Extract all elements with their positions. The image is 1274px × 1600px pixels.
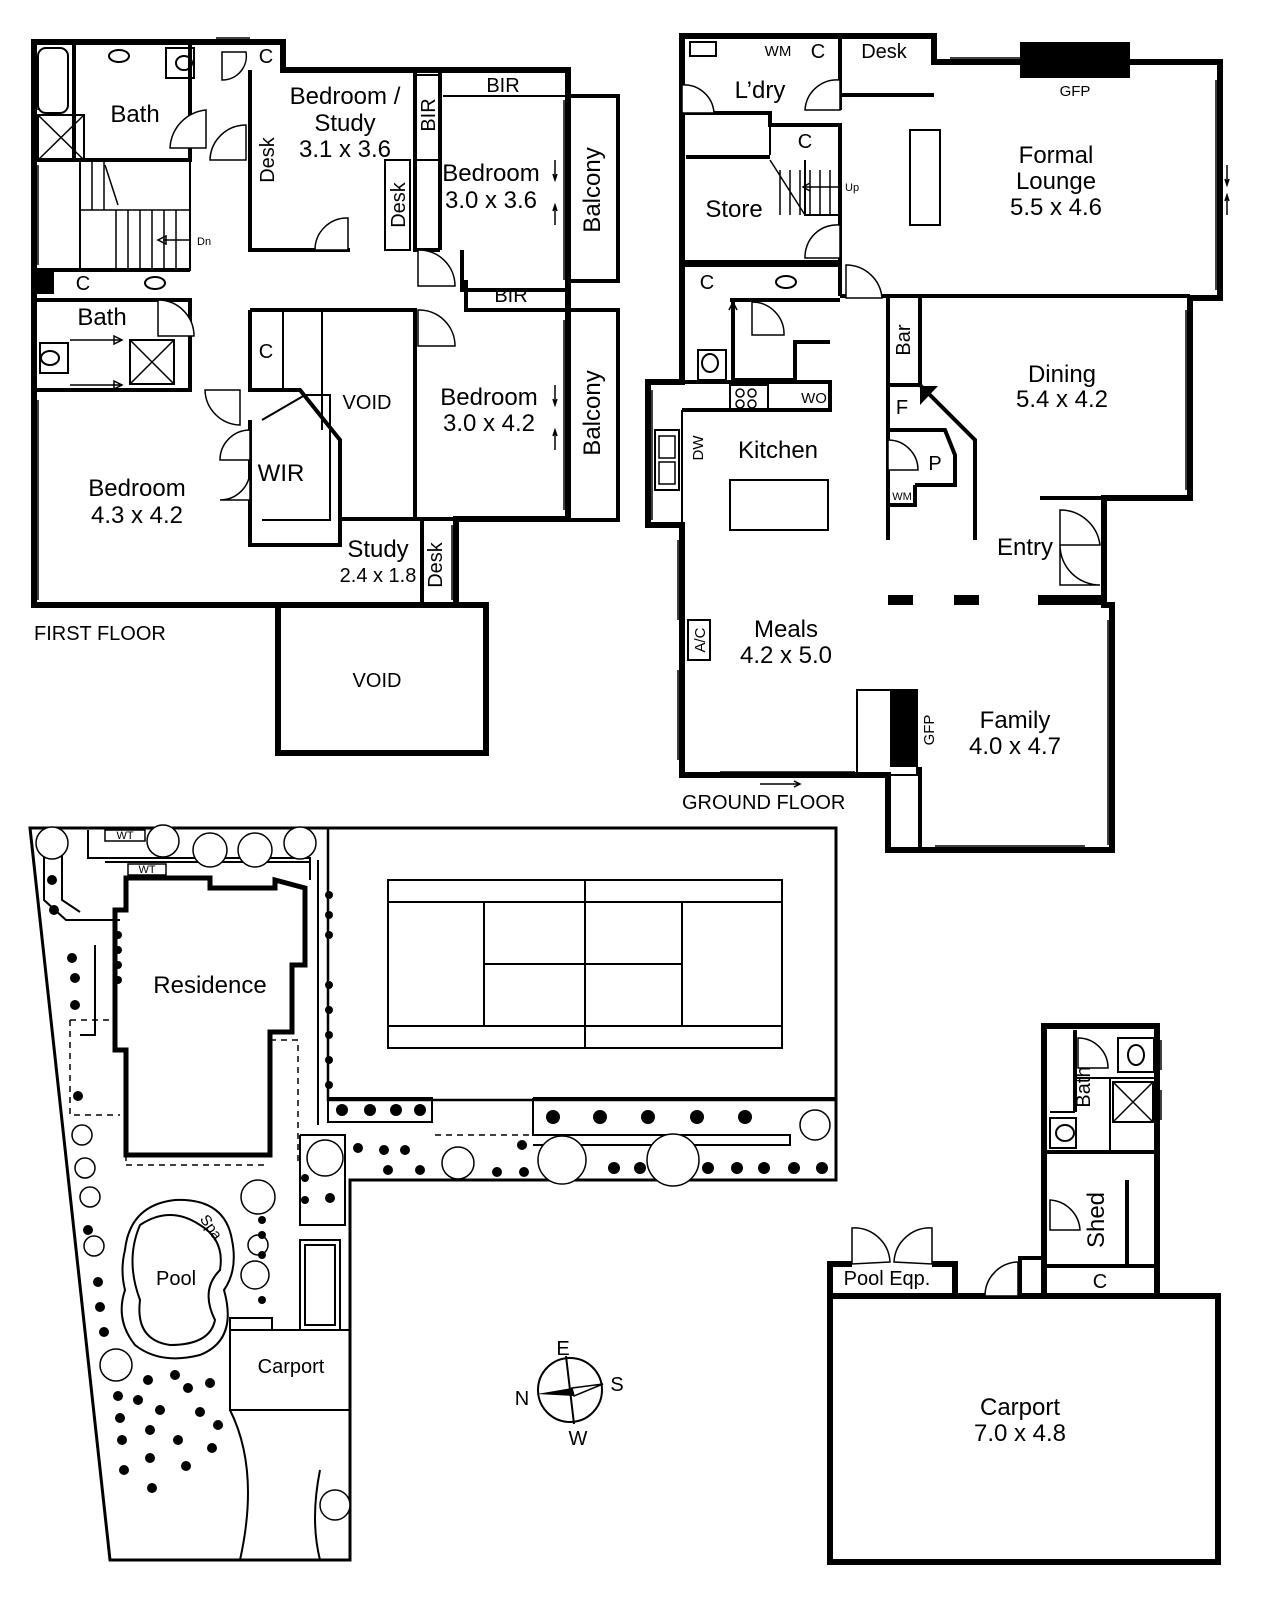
- first-bir-1: BIR: [418, 98, 440, 131]
- family-label: Family: [980, 707, 1051, 734]
- ground-wo: WO: [801, 390, 827, 407]
- pool-shape: [131, 1214, 222, 1347]
- void-upper-label: VOID: [343, 392, 392, 414]
- compass-e: E: [556, 1338, 569, 1360]
- wir-label: WIR: [258, 460, 305, 487]
- first-stair-dn: Dn: [197, 236, 211, 248]
- ground-stair-up: Up: [845, 182, 859, 194]
- ground-fireplace-lower: [890, 690, 917, 767]
- compass-s: S: [610, 1374, 623, 1396]
- carport-label: Carport: [980, 1394, 1060, 1421]
- ground-bar: Bar: [893, 324, 915, 355]
- bedroom-2-label: Bedroom: [442, 160, 539, 187]
- bedroom-3-label: Bedroom: [440, 384, 537, 411]
- balcony-lower-label: Balcony: [579, 370, 606, 455]
- first-void-lower: [275, 602, 489, 756]
- dining-dim: 5.4 x 4.2: [1016, 386, 1108, 413]
- ground-wm-1: WM: [765, 43, 792, 60]
- bedroom-2-dim: 3.0 x 3.6: [445, 187, 537, 214]
- site-residence-label: Residence: [153, 972, 266, 999]
- first-desk-2: Desk: [388, 181, 410, 228]
- first-bir-2: BIR: [486, 75, 519, 97]
- study-dim: 2.4 x 1.8: [340, 565, 417, 587]
- kitchen-label: Kitchen: [738, 437, 818, 464]
- bedroom-3-dim: 3.0 x 4.2: [443, 410, 535, 437]
- outbuilding-c: C: [1093, 1271, 1107, 1293]
- first-bath-1-label: Bath: [110, 101, 159, 128]
- site-carport-label: Carport: [258, 1356, 325, 1378]
- balcony-upper-label: Balcony: [579, 147, 606, 232]
- meals-dim: 4.2 x 5.0: [740, 642, 832, 669]
- kitchen-island: [729, 479, 829, 531]
- ground-c-3: C: [700, 272, 714, 294]
- master-bedroom-dim: 4.3 x 4.2: [91, 502, 183, 529]
- laundry-label: L’dry: [735, 77, 786, 104]
- void-lower-label: VOID: [353, 670, 402, 692]
- shed-label: Shed: [1083, 1192, 1110, 1248]
- first-c-1: C: [259, 46, 273, 68]
- pool-label: Pool: [156, 1268, 196, 1290]
- first-desk-1: Desk: [257, 136, 279, 183]
- formal-lounge-dim: 5.5 x 4.6: [1010, 194, 1102, 221]
- first-floor: Bath Bedroom / Study 3.1 x 3.6 Bedroom 3…: [31, 37, 620, 756]
- first-floor-caption: FIRST FLOOR: [34, 623, 166, 645]
- first-desk-3: Desk: [425, 541, 447, 588]
- ground-pantry: P: [928, 453, 941, 475]
- family-dim: 4.0 x 4.7: [969, 733, 1061, 760]
- ground-gfp-2: GFP: [921, 715, 938, 746]
- store-label: Store: [705, 196, 762, 223]
- shower: [37, 114, 85, 161]
- first-bath-2-label: Bath: [77, 304, 126, 331]
- meals-label: Meals: [754, 616, 818, 643]
- ground-wm-2: WM: [892, 491, 912, 503]
- entry-label: Entry: [997, 534, 1053, 561]
- ground-fireplace-upper: [1020, 42, 1130, 78]
- compass-n: N: [515, 1388, 529, 1410]
- site-wt-1: WT: [116, 830, 133, 842]
- pool-equipment-label: Pool Eqp.: [844, 1268, 931, 1290]
- compass-icon: [537, 1355, 604, 1425]
- bedroom-study-label-2: Study: [314, 110, 375, 137]
- formal-lounge-label-2: Lounge: [1016, 168, 1096, 195]
- ground-c-1: C: [811, 41, 825, 63]
- formal-lounge-label-1: Formal: [1019, 142, 1094, 169]
- bathtub: [37, 47, 69, 114]
- study-label: Study: [347, 536, 408, 563]
- site-wt-2: WT: [138, 864, 155, 876]
- outbuilding-carport: [827, 1293, 1221, 1565]
- site-plan: WT WT Residence Pool Spa Carport N E S W: [28, 824, 838, 1562]
- carport-dim: 7.0 x 4.8: [974, 1420, 1066, 1447]
- ground-floor: L’dry Store Formal Lounge 5.5 x 4.6 Dini…: [645, 33, 1230, 853]
- first-c-3: C: [259, 341, 273, 363]
- site-residence: [112, 875, 308, 1158]
- ground-c-2: C: [798, 131, 812, 153]
- first-bir-3: BIR: [494, 285, 527, 307]
- ground-floor-caption: GROUND FLOOR: [682, 792, 845, 814]
- ground-gfp-1: GFP: [1060, 83, 1091, 100]
- outbuilding: Bath Shed C Pool Eqp. Carport 7.0 x 4.8: [827, 1023, 1221, 1565]
- bedroom-study-label-1: Bedroom /: [290, 83, 401, 110]
- first-c-2: C: [76, 273, 90, 295]
- outbuilding-bath: Bath: [1073, 1066, 1095, 1107]
- ground-ac: A/C: [692, 627, 709, 652]
- ground-desk: Desk: [861, 41, 908, 63]
- compass-w: W: [569, 1428, 588, 1450]
- bedroom-study-dim: 3.1 x 3.6: [299, 136, 391, 163]
- dining-label: Dining: [1028, 361, 1096, 388]
- ground-dw: DW: [690, 435, 707, 461]
- ground-fridge: F: [896, 397, 908, 419]
- master-bedroom-label: Bedroom: [88, 475, 185, 502]
